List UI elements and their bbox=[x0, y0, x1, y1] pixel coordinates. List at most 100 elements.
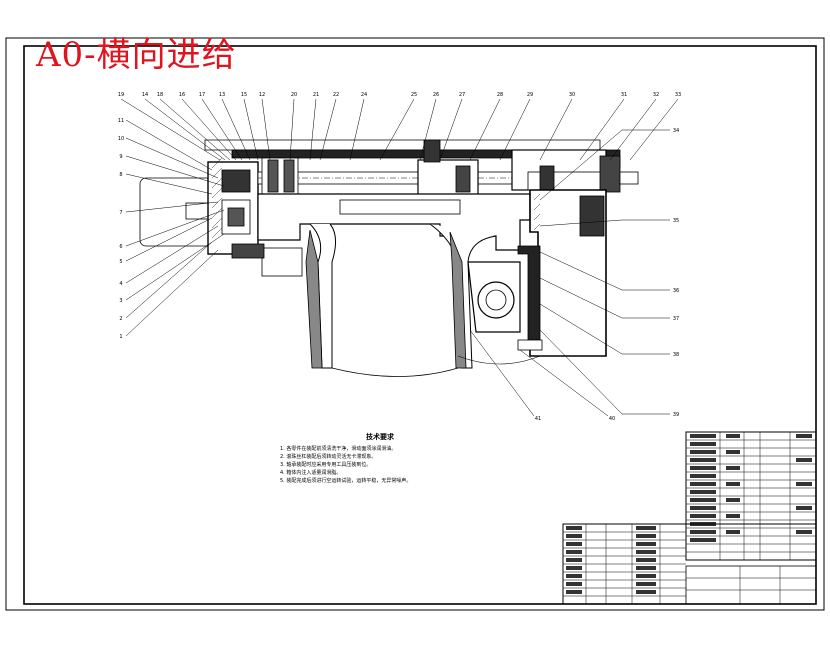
leader-line bbox=[125, 119, 213, 171]
drawing-title: A0-横向进给 bbox=[36, 35, 237, 75]
part-number: 19 bbox=[118, 92, 124, 98]
table-cell-text bbox=[690, 466, 716, 470]
table-cell-text bbox=[566, 526, 582, 530]
part-number: 10 bbox=[118, 136, 124, 142]
leader-line bbox=[125, 173, 213, 195]
assembly-drawing bbox=[139, 139, 640, 377]
table-cell-text bbox=[636, 582, 656, 586]
part-number: 20 bbox=[291, 92, 297, 98]
leader-line bbox=[499, 98, 531, 161]
leader-line bbox=[579, 98, 625, 161]
part-number: 11 bbox=[118, 118, 124, 124]
leader-line bbox=[125, 137, 219, 179]
part-number: 26 bbox=[433, 92, 439, 98]
outer-frame bbox=[5, 37, 825, 611]
leader-line bbox=[243, 98, 259, 161]
part-number: 24 bbox=[361, 92, 367, 98]
leader-line bbox=[125, 217, 213, 262]
part-number: 28 bbox=[497, 92, 503, 98]
table-cell-text bbox=[636, 534, 656, 538]
leader-line bbox=[144, 98, 226, 161]
note-line: 2. 滚珠丝杠装配后须转动灵活无卡滞现象。 bbox=[280, 454, 377, 461]
table-cell-text bbox=[690, 490, 716, 494]
part-number: 2 bbox=[119, 316, 122, 322]
leader-line bbox=[539, 219, 623, 227]
leader-line bbox=[221, 98, 251, 161]
table-cell-text bbox=[566, 534, 582, 538]
table-cell-text bbox=[566, 582, 582, 586]
part-number: 15 bbox=[241, 92, 247, 98]
part-number: 32 bbox=[653, 92, 659, 98]
part-number: 34 bbox=[673, 128, 679, 134]
leader-line bbox=[201, 98, 243, 161]
leader-line bbox=[539, 303, 623, 355]
part-number: 13 bbox=[219, 92, 225, 98]
leader-line bbox=[289, 98, 295, 161]
leader-line bbox=[539, 251, 623, 291]
leader-line bbox=[629, 98, 679, 161]
part-number: 1 bbox=[119, 334, 122, 340]
table-cell-text bbox=[690, 474, 716, 478]
table-cell-text bbox=[566, 566, 582, 570]
part-number: 17 bbox=[199, 92, 205, 98]
table-cell-text bbox=[690, 514, 716, 518]
part-number: 6 bbox=[119, 244, 122, 250]
table-cell-text bbox=[690, 506, 716, 510]
leader-line bbox=[125, 241, 213, 319]
note-line: 4. 箱体内注入适量润滑脂。 bbox=[280, 470, 342, 477]
leader-line bbox=[125, 155, 225, 187]
table-cell-text bbox=[566, 590, 582, 594]
technical-requirements: 技术要求 1. 各零件在装配前须清洗干净，滑动面须涂润滑油。 2. 滚珠丝杠装配… bbox=[280, 432, 480, 485]
leader-line bbox=[125, 233, 225, 301]
table-cell-text bbox=[726, 450, 740, 454]
leader-line bbox=[379, 98, 415, 161]
table-cell-text bbox=[796, 506, 812, 510]
table-cell-text bbox=[636, 526, 656, 530]
table-cell-text bbox=[566, 558, 582, 562]
leader-line bbox=[539, 98, 573, 161]
leader-line bbox=[125, 225, 219, 284]
table-cell-text bbox=[726, 514, 740, 518]
note-line: 3. 轴承装配时应采用专用工具压装到位。 bbox=[280, 462, 372, 469]
part-number: 35 bbox=[673, 218, 679, 224]
leader-line bbox=[469, 329, 535, 417]
table-cell-text bbox=[690, 458, 716, 462]
part-number: 8 bbox=[119, 172, 122, 178]
part-number: 31 bbox=[621, 92, 627, 98]
table-cell-text bbox=[690, 538, 716, 542]
table-cell-text bbox=[796, 434, 812, 438]
table-cell-text bbox=[690, 442, 716, 446]
leader-line bbox=[609, 98, 657, 161]
inner-frame bbox=[23, 45, 817, 605]
part-number: 36 bbox=[673, 288, 679, 294]
table-cell-text bbox=[636, 566, 656, 570]
part-number: 5 bbox=[119, 259, 122, 265]
leader-line bbox=[261, 98, 271, 161]
title-block bbox=[562, 431, 817, 605]
leader-line bbox=[120, 98, 221, 161]
leader-line bbox=[181, 98, 237, 161]
table-cell-text bbox=[796, 530, 812, 534]
leader-line bbox=[519, 349, 609, 417]
table-cell-text bbox=[726, 482, 740, 486]
leader-line bbox=[159, 98, 231, 161]
part-number: 4 bbox=[119, 281, 122, 287]
part-number: 12 bbox=[259, 92, 265, 98]
part-number: 25 bbox=[411, 92, 417, 98]
table-cell-text bbox=[566, 550, 582, 554]
table-cell-text bbox=[636, 550, 656, 554]
table-cell-text bbox=[566, 574, 582, 578]
table-cell-text bbox=[690, 498, 716, 502]
leader-line bbox=[319, 98, 337, 161]
leader-line bbox=[349, 98, 365, 161]
part-callouts bbox=[120, 98, 679, 417]
leader-line bbox=[419, 98, 437, 161]
part-number: 21 bbox=[313, 92, 319, 98]
table-cell-text bbox=[690, 450, 716, 454]
part-number: 37 bbox=[673, 316, 679, 322]
part-number: 40 bbox=[609, 416, 615, 422]
note-line: 5. 装配完成后须进行空运转试验，运转平稳，无异常噪声。 bbox=[280, 478, 412, 485]
part-number: 18 bbox=[157, 92, 163, 98]
table-cell-text bbox=[796, 458, 812, 462]
